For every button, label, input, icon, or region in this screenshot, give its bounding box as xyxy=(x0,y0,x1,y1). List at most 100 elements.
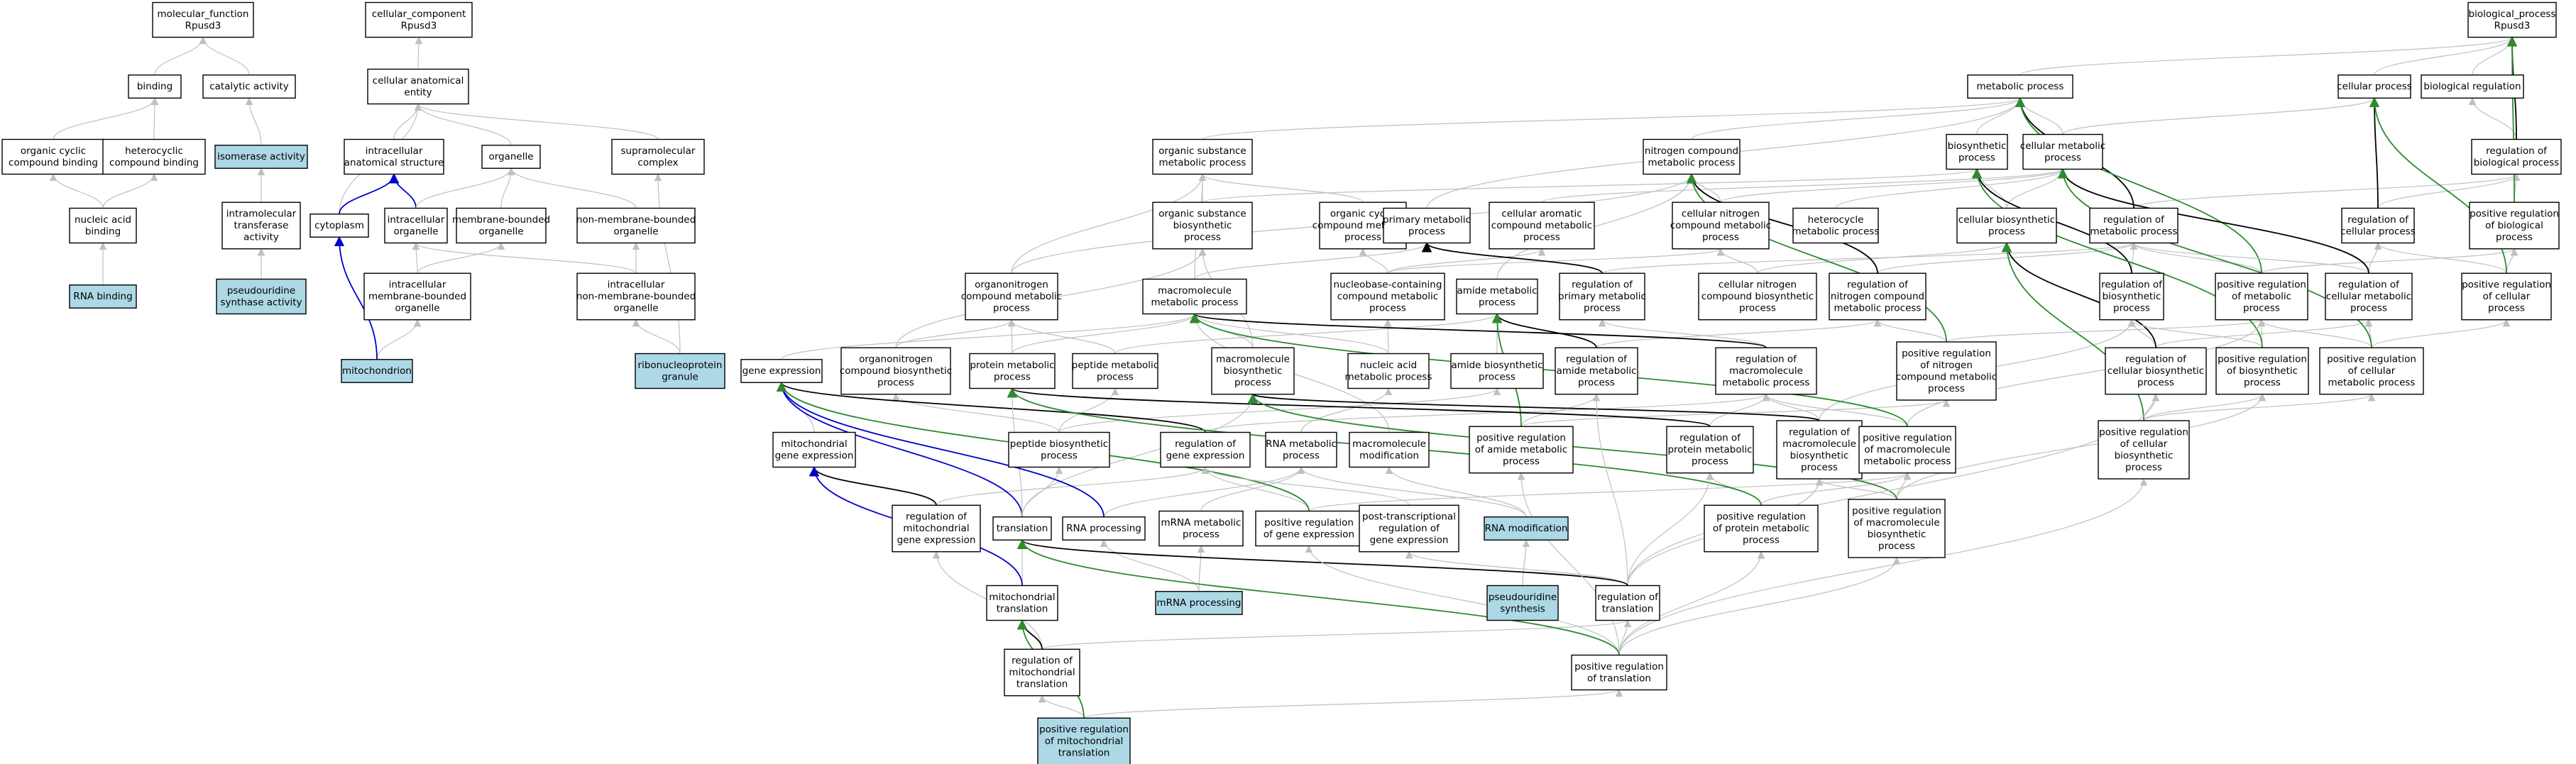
edge-is-a xyxy=(1877,242,2138,274)
go-term-label: process xyxy=(1408,226,1445,237)
go-term-label: cellular metabolic xyxy=(2020,140,2105,152)
go-term-label: process xyxy=(1743,535,1780,546)
edge-is-a xyxy=(1691,97,2024,140)
edge-is-a xyxy=(1200,466,1305,511)
go-term-label: of metabolic xyxy=(2232,291,2291,302)
go-term-node-cytoplasm: cytoplasm xyxy=(309,214,369,238)
go-term-label: process xyxy=(993,303,1030,314)
go-term-label: catalytic activity xyxy=(209,81,289,92)
go-term-label: metabolic process xyxy=(1345,371,1432,382)
go-term-label: translation xyxy=(1016,679,1068,690)
go-term-node-biological-regulation: biological regulation xyxy=(2421,74,2524,99)
go-term-label: non-membrane-bounded xyxy=(576,291,696,302)
go-term-box xyxy=(1004,648,1080,697)
go-term-label: nucleobase-containing xyxy=(1334,279,1442,291)
go-term-box xyxy=(965,272,1058,321)
go-term-box xyxy=(1359,504,1459,553)
edge-is-a xyxy=(1873,319,1947,343)
go-term-box xyxy=(367,68,469,105)
go-term-label: organic cyclic xyxy=(21,145,86,157)
go-term-label: non-membrane-bounded xyxy=(576,214,696,226)
go-term-label: compound metabolic xyxy=(1896,371,1997,382)
go-term-node-rna-processing: RNA processing xyxy=(1062,516,1146,541)
go-term-box xyxy=(1450,353,1544,389)
go-term-label: organelle xyxy=(478,226,523,237)
go-term-label: process xyxy=(1479,371,1516,382)
edge-regulates xyxy=(1686,173,1878,274)
go-term-box xyxy=(1255,510,1363,547)
go-term-label: gene expression xyxy=(897,535,976,546)
edge-is-a xyxy=(1387,248,1546,274)
go-term-label: protein metabolic xyxy=(970,360,1054,371)
go-term-box xyxy=(341,359,413,383)
edge-is-a xyxy=(154,36,207,75)
go-term-box xyxy=(1555,347,1638,395)
go-term-box xyxy=(456,207,547,244)
edge-is-a xyxy=(1598,319,1767,348)
go-term-box xyxy=(1347,353,1430,389)
edge-is-a xyxy=(2130,242,2369,274)
go-term-label: Rpusd3 xyxy=(401,20,437,31)
edge-is-a xyxy=(199,36,250,75)
edge-regulates xyxy=(777,381,1206,433)
edge-is-a xyxy=(1007,319,1116,354)
edge-is-a xyxy=(412,242,420,274)
go-term-box xyxy=(2098,420,2190,480)
go-term-node-mrna-processing: mRNA processing xyxy=(1155,591,1243,615)
go-term-label: process xyxy=(1369,303,1406,314)
go-term-box xyxy=(1698,272,1817,321)
edge-positively-regulates xyxy=(1016,538,1620,655)
go-term-box xyxy=(1858,426,1956,474)
go-term-label: process xyxy=(1183,528,1220,540)
edge-is-a xyxy=(2143,393,2376,421)
edge-is-a xyxy=(2133,173,2521,209)
go-term-label: macromolecule xyxy=(1352,438,1426,450)
go-term-label: regulation of xyxy=(1847,279,1909,291)
go-term-label: gene expression xyxy=(1370,535,1449,546)
go-term-label: regulation of xyxy=(1572,279,1633,291)
go-term-node-mitochondrion: mitochondrion xyxy=(341,359,413,383)
go-term-label: post-transcriptional xyxy=(1362,511,1456,523)
go-term-label: binding xyxy=(137,81,172,92)
go-term-label: primary metabolic xyxy=(1558,291,1646,302)
go-term-box xyxy=(1484,516,1569,541)
go-term-label: positive regulation xyxy=(2470,209,2559,220)
go-term-label: metabolic process xyxy=(1834,303,1922,314)
go-term-label: process xyxy=(994,371,1031,382)
edge-is-a xyxy=(376,319,422,360)
go-term-label: membrane-bounded xyxy=(368,291,466,302)
go-term-box xyxy=(1469,426,1574,474)
edge-is-a xyxy=(1305,545,1620,655)
go-term-box xyxy=(1062,516,1146,541)
go-term-label: Rpusd3 xyxy=(185,20,221,31)
go-term-label: process xyxy=(2125,462,2162,473)
go-term-label: compound biosynthetic xyxy=(840,365,952,377)
go-term-label: positive regulation xyxy=(2218,354,2307,365)
go-term-box xyxy=(216,278,307,315)
edge-regulates xyxy=(1421,242,1603,275)
go-term-node-organelle: organelle xyxy=(481,145,541,169)
go-term-label: mitochondrial xyxy=(989,592,1055,603)
edge-part-of xyxy=(776,381,1105,517)
go-term-label: process xyxy=(1878,541,1915,552)
go-term-box xyxy=(1715,347,1817,395)
edge-is-a xyxy=(1757,242,2011,274)
edge-is-a xyxy=(2468,97,2517,140)
go-term-box xyxy=(635,353,725,389)
